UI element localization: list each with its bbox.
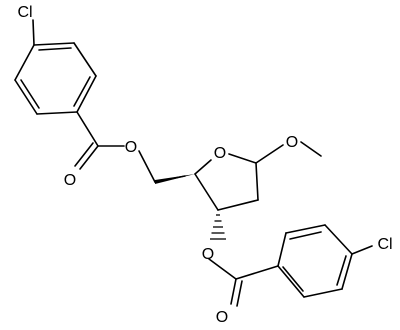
ring-bond [73, 42, 97, 77]
bottom-ester-group [208, 258, 279, 307]
ring-bond [277, 232, 287, 267]
atom-label-cl-right: Cl [377, 236, 392, 253]
ring-double-bond-inner [282, 266, 304, 292]
carbonyl-double-bond-b [236, 280, 243, 307]
stereo-hash-c3 [210, 214, 226, 240]
top-chlorophenyl-ring [14, 19, 97, 115]
o-methyl-bond [300, 141, 322, 157]
c2-c3-bond [217, 199, 259, 211]
right-chlorophenyl-ring [277, 224, 373, 298]
carbonyl-double-bond-a [79, 145, 99, 170]
ring-bond [36, 111, 78, 115]
ring-bond [33, 42, 75, 46]
atom-label-cl-top: Cl [17, 4, 32, 21]
atom-label-o-methoxy: O [286, 134, 298, 151]
ring-double-bond-inner [336, 255, 347, 286]
ring-bond [14, 44, 35, 81]
furanose-ring [194, 153, 259, 211]
ring-bond [341, 253, 353, 290]
ring-bond [303, 288, 343, 298]
ring-bond [285, 224, 326, 234]
o-to-carbonyl-bond [208, 258, 237, 280]
o-ring-c1-bond [228, 153, 257, 164]
ring-double-bond-inner [73, 76, 91, 107]
atom-label-o-carbonyl-bottom: O [216, 309, 228, 326]
carbonyl-double-bond-a [230, 278, 237, 305]
ring-double-bond-inner [38, 47, 72, 51]
o-to-ch2-bond [138, 150, 156, 183]
c1-c2-bond [255, 162, 259, 201]
methoxy-group [255, 141, 322, 164]
atom-label-o-ester-bottom: O [202, 246, 214, 263]
ring-bond [76, 75, 97, 113]
ring-double-bond-inner [20, 79, 40, 109]
ring-bond [277, 265, 305, 298]
carbonyl-to-ring-bond [235, 265, 279, 280]
stereo-wedge-c4 [155, 174, 195, 184]
c3-c4-bond [194, 173, 219, 211]
atom-label-o-carbonyl-top: O [64, 172, 76, 189]
ring-cl-bond [351, 245, 373, 255]
carbonyl-double-bond-b [74, 142, 94, 167]
atom-label-o-ring: O [214, 145, 226, 162]
ring-bond [324, 224, 353, 255]
ring-double-bond-inner [289, 231, 322, 240]
c4-o-ring-bond [194, 159, 212, 175]
ring-to-carbonyl-bond [76, 111, 99, 147]
cl-ring-bond-top [32, 19, 35, 46]
atom-label-o-ester-top: O [125, 139, 137, 156]
ring-bond [14, 79, 38, 115]
c1-o-methoxy-bond [255, 144, 284, 164]
